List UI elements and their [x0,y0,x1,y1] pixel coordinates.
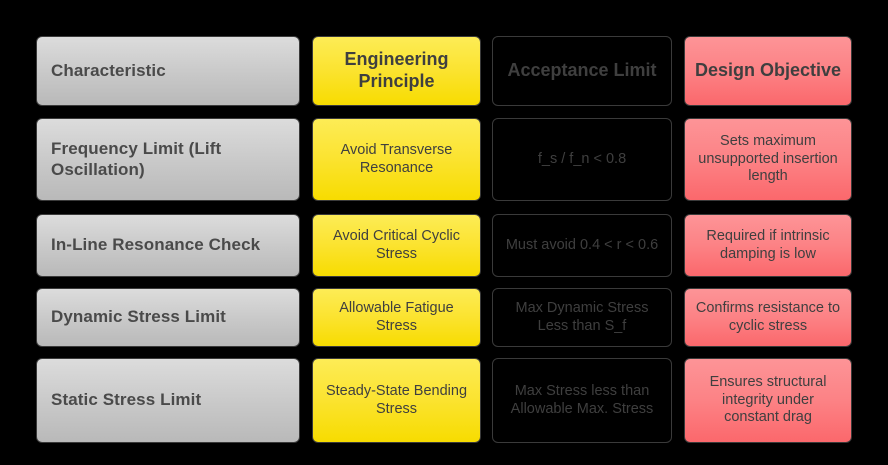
cell-engineering-principle: Avoid Transverse Resonance [312,118,481,201]
cell-engineering-principle: Steady-State Bending Stress [312,358,481,443]
header-cell-engineering-principle: Engineering Principle [312,36,481,106]
cell-design-objective: Confirms resistance to cyclic stress [684,288,852,347]
table-header-row: Characteristic Engineering Principle Acc… [36,36,852,106]
cell-acceptance-limit: Max Dynamic Stress Less than S_f [492,288,672,347]
cell-design-objective: Ensures structural integrity under const… [684,358,852,443]
cell-characteristic: In-Line Resonance Check [36,214,300,277]
cell-characteristic: Frequency Limit (Lift Oscillation) [36,118,300,201]
table-row: Frequency Limit (Lift Oscillation) Avoid… [36,118,852,201]
cell-design-objective: Required if intrinsic damping is low [684,214,852,277]
cell-design-objective: Sets maximum unsupported insertion lengt… [684,118,852,201]
requirements-matrix-table: Characteristic Engineering Principle Acc… [36,36,852,443]
cell-engineering-principle: Allowable Fatigue Stress [312,288,481,347]
cell-characteristic: Static Stress Limit [36,358,300,443]
header-cell-design-objective: Design Objective [684,36,852,106]
table-row: In-Line Resonance Check Avoid Critical C… [36,214,852,277]
cell-acceptance-limit: f_s / f_n < 0.8 [492,118,672,201]
cell-engineering-principle: Avoid Critical Cyclic Stress [312,214,481,277]
cell-acceptance-limit: Max Stress less than Allowable Max. Stre… [492,358,672,443]
cell-characteristic: Dynamic Stress Limit [36,288,300,347]
header-cell-characteristic: Characteristic [36,36,300,106]
header-cell-acceptance-limit: Acceptance Limit [492,36,672,106]
table-row: Static Stress Limit Steady-State Bending… [36,358,852,443]
table-row: Dynamic Stress Limit Allowable Fatigue S… [36,288,852,347]
cell-acceptance-limit: Must avoid 0.4 < r < 0.6 [492,214,672,277]
